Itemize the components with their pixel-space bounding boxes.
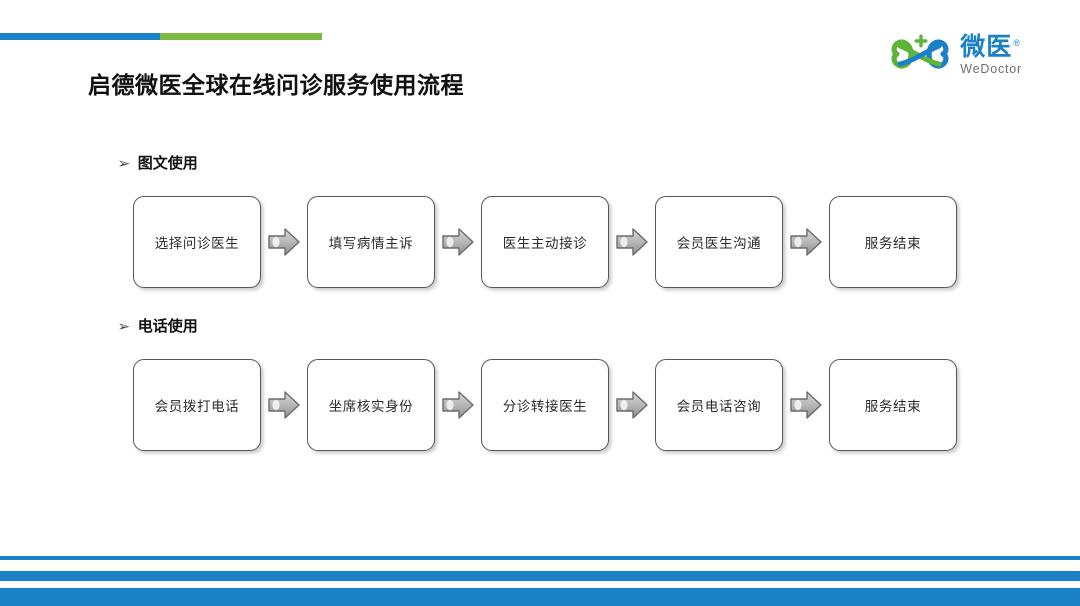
flow-step-box[interactable]: 会员电话咨询: [655, 359, 783, 451]
section-heading-label: 电话使用: [137, 318, 198, 335]
arrow-right-icon: [790, 391, 822, 419]
arrow-right-icon: [442, 391, 474, 419]
wedoctor-logo: 微医® WeDoctor: [891, 33, 1022, 77]
logo-english-name: WeDoctor: [960, 62, 1022, 77]
flow-step-label: 坐席核实身份: [328, 399, 414, 414]
flow-step-label: 服务结束: [864, 236, 922, 251]
arrow-right-icon: [790, 228, 822, 256]
chevron-bullet-icon: ➢: [117, 154, 131, 171]
wedoctor-infinity-plus-logo-icon: [891, 33, 949, 69]
top-accent-segment-green: [160, 33, 322, 40]
arrow-right-icon: [442, 228, 474, 256]
logo-chinese-name: 微医®: [960, 34, 1021, 60]
footer-bar-medium: [0, 571, 1080, 581]
arrow-right-icon: [268, 391, 300, 419]
arrow-right-icon: [616, 391, 648, 419]
logo-wordmark: 微医® WeDoctor: [960, 34, 1022, 76]
flow-step-box[interactable]: 会员医生沟通: [655, 196, 783, 288]
flow-step-label: 会员电话咨询: [676, 399, 762, 414]
logo-chinese-text: 微医: [960, 33, 1013, 62]
flow-step-box[interactable]: 服务结束: [829, 196, 957, 288]
flow-step-box[interactable]: 会员拨打电话: [133, 359, 261, 451]
flow-step-box[interactable]: 医生主动接诊: [481, 196, 609, 288]
registered-trademark-icon: ®: [1013, 37, 1021, 48]
flow-step-label: 会员拨打电话: [154, 399, 240, 414]
flow-step-label: 医生主动接诊: [502, 236, 588, 251]
flow-step-label: 分诊转接医生: [502, 399, 588, 414]
flow-step-label: 会员医生沟通: [676, 236, 762, 251]
footer-bar-thick: [0, 588, 1080, 606]
flow-row-graphic-text: 选择问诊医生 填写病情主诉 医生主动接诊: [133, 196, 957, 288]
section-heading-telephone: ➢ 电话使用: [117, 315, 198, 336]
arrow-right-icon: [268, 228, 300, 256]
flow-step-box[interactable]: 分诊转接医生: [481, 359, 609, 451]
flow-row-telephone: 会员拨打电话 坐席核实身份 分诊转接医生 会员电话咨询 服务结束: [133, 359, 957, 451]
footer-bar-thin: [0, 556, 1080, 560]
flow-step-label: 选择问诊医生: [154, 236, 240, 251]
section-heading-graphic-text: ➢ 图文使用: [117, 152, 198, 173]
flow-step-box[interactable]: 选择问诊医生: [133, 196, 261, 288]
section-heading-label: 图文使用: [137, 155, 198, 172]
chevron-bullet-icon: ➢: [117, 317, 131, 334]
flow-step-label: 填写病情主诉: [328, 236, 414, 251]
flow-step-label: 服务结束: [864, 399, 922, 414]
page-title: 启德微医全球在线问诊服务使用流程: [88, 72, 464, 98]
top-accent-segment-blue: [0, 33, 160, 40]
flow-step-box[interactable]: 坐席核实身份: [307, 359, 435, 451]
flow-step-box[interactable]: 填写病情主诉: [307, 196, 435, 288]
flow-step-box[interactable]: 服务结束: [829, 359, 957, 451]
arrow-right-icon: [616, 228, 648, 256]
top-accent-bar: [0, 33, 322, 40]
